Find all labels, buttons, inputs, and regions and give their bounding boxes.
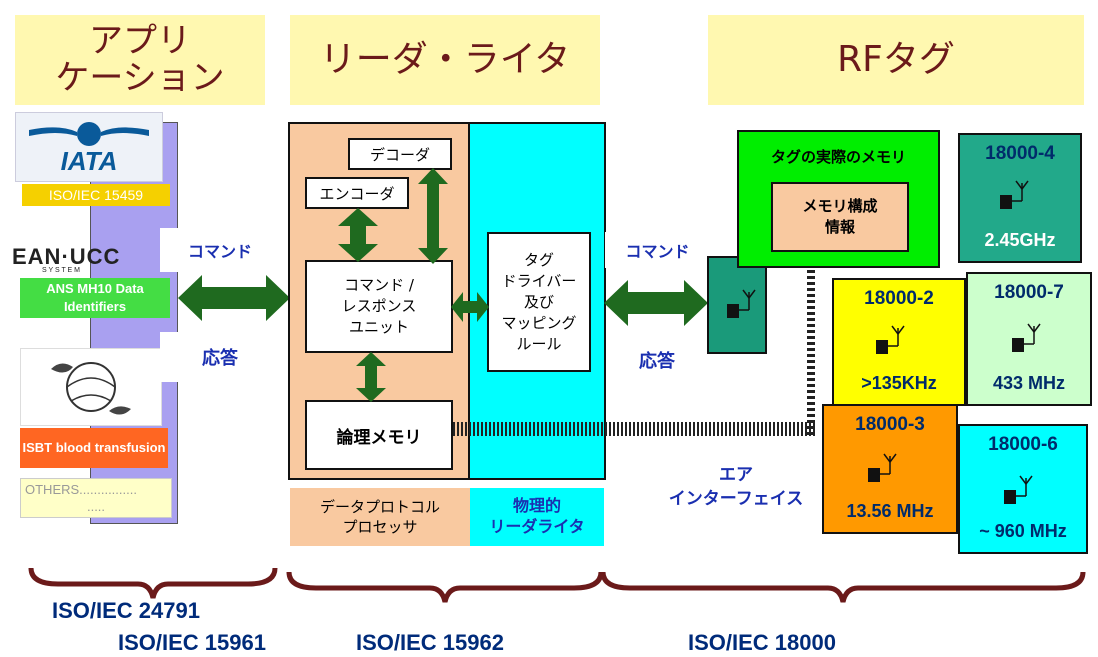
left-command-label: コマンド: [160, 228, 280, 272]
upu-emblem-icon: [21, 349, 163, 427]
others-label: OTHERS................ .....: [20, 478, 172, 518]
antenna-icon: [868, 452, 898, 484]
brace-application: [28, 566, 278, 600]
iso-18000-label: ISO/IEC 18000: [688, 630, 836, 656]
tag-18000-2: 18000-2 >135KHz: [832, 278, 966, 406]
tag-driver-box: タグ ドライバー 及び マッピング ルール: [487, 232, 591, 372]
tag-18000-6: 18000-6 ~ 960 MHz: [958, 424, 1088, 554]
iso-15961-label: ISO/IEC 15961: [118, 630, 266, 656]
header-application-line2: ケーション: [55, 60, 224, 97]
memory-link-horizontal: [453, 422, 815, 436]
data-protocol-processor-label: データプロトコル プロセッサ: [290, 488, 470, 546]
isbt-label: ISBT blood transfusion: [20, 428, 168, 468]
command-response-unit-box: コマンド / レスポンス ユニット: [305, 260, 453, 353]
header-reader-writer-label: リーダ・ライタ: [320, 40, 571, 80]
header-rf-tag-label: RFタグ: [837, 40, 955, 80]
ean-ucc-logo: EAN·UCC S Y S T E M: [12, 244, 162, 276]
right-double-arrow: [604, 278, 708, 328]
right-response-label: 応答: [612, 340, 702, 380]
left-double-arrow: [178, 273, 290, 323]
header-rf-tag: RFタグ: [708, 15, 1084, 105]
brace-reader: [286, 570, 604, 604]
iso-24791-label: ISO/IEC 24791: [52, 598, 200, 624]
decoder-unit-arrow: [418, 168, 448, 264]
antenna-icon: [1004, 474, 1034, 506]
antenna-icon: [1000, 179, 1030, 211]
iata-standard-label: ISO/IEC 15459: [22, 184, 170, 206]
header-reader-writer: リーダ・ライタ: [290, 15, 600, 105]
iata-wings-icon: [29, 120, 149, 148]
antenna-icon: [727, 288, 757, 320]
iata-logo-text: IATA: [61, 148, 118, 174]
memory-config-box: メモリ構成 情報: [771, 182, 909, 252]
tag-antenna-box: [707, 256, 767, 354]
header-application: アプリケーション: [15, 15, 265, 105]
encoder-unit-arrow: [338, 208, 378, 262]
air-interface-label: エア インターフェイス: [666, 458, 806, 518]
tag-memory-panel: タグの実際のメモリ メモリ構成 情報: [737, 130, 940, 268]
brace-rf-tag: [600, 570, 1086, 604]
decoder-box: デコーダ: [348, 138, 452, 170]
tag-18000-4: 18000-4 2.45GHz: [958, 133, 1082, 263]
unit-driver-arrow: [451, 290, 489, 324]
unit-memory-arrow: [356, 352, 386, 402]
tag-18000-3: 18000-3 13.56 MHz: [822, 404, 958, 534]
iso-15962-label: ISO/IEC 15962: [356, 630, 504, 656]
iata-logo: IATA: [15, 112, 163, 182]
encoder-box: エンコーダ: [305, 177, 409, 209]
header-application-line1: アプリ: [55, 23, 224, 60]
antenna-icon: [876, 324, 906, 356]
upu-logo: [20, 348, 162, 426]
left-response-label: 応答: [160, 332, 280, 382]
tag-memory-title: タグの実際のメモリ: [739, 146, 938, 167]
antenna-icon: [1012, 322, 1042, 354]
memory-link-vertical: [807, 246, 815, 436]
tag-18000-7: 18000-7 433 MHz: [966, 272, 1092, 406]
physical-reader-label: 物理的 リーダライタ: [470, 488, 604, 546]
right-command-label: コマンド: [605, 232, 710, 268]
ans-mh10-label: ANS MH10 Data Identifiers: [20, 278, 170, 318]
logical-memory-box: 論理メモリ: [305, 400, 453, 470]
